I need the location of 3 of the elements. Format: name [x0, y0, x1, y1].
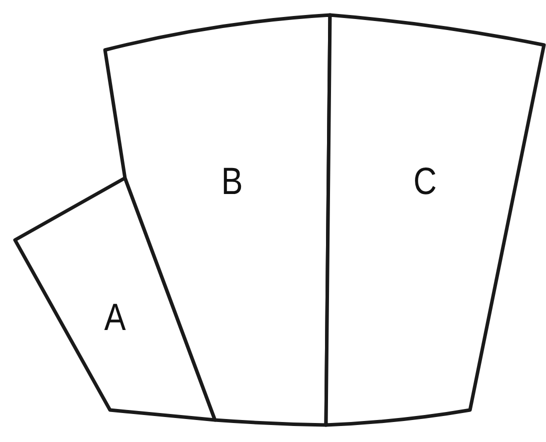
region-letter: C — [413, 163, 437, 201]
region-letter: A — [104, 299, 126, 337]
region-letter: B — [221, 163, 243, 201]
